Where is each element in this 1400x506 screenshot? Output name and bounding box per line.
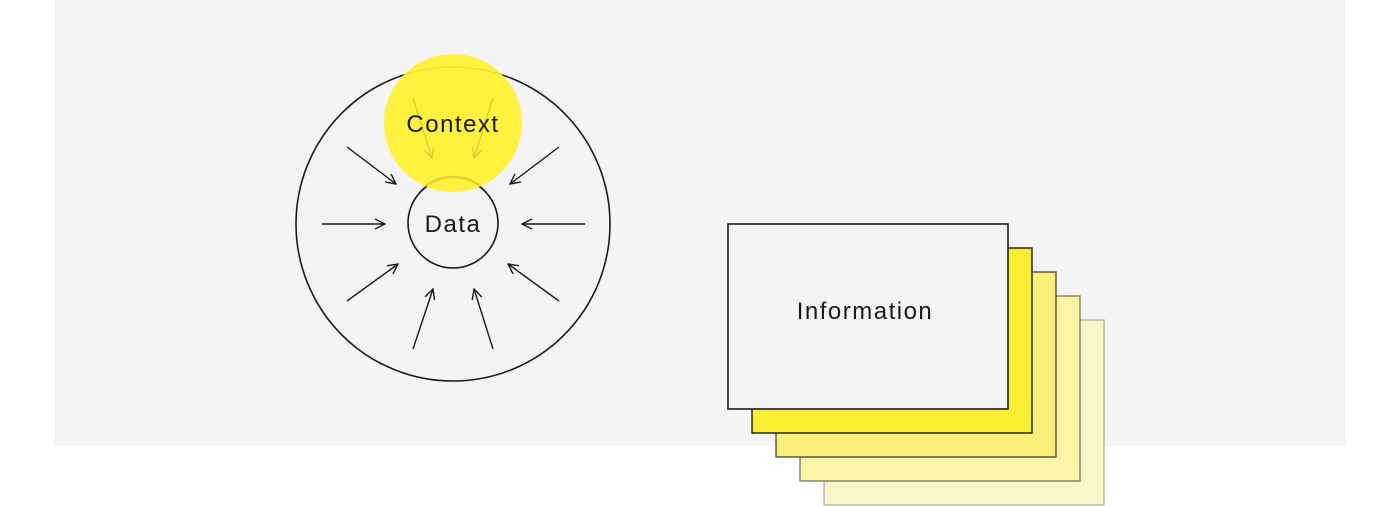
context-label: Context: [406, 111, 499, 138]
faint-arrow-right: [474, 97, 494, 158]
faint-arrow-left: [412, 97, 432, 158]
inward-arrows: [322, 146, 585, 350]
arrow-bottom-left: [346, 264, 398, 302]
information-card-front: [727, 223, 1009, 410]
arrow-bottom-inner-left: [412, 289, 433, 350]
information-label: Information: [797, 298, 934, 325]
data-label: Data: [425, 211, 482, 238]
arrow-top-left: [346, 146, 396, 184]
arrow-bottom-inner-right: [474, 289, 494, 350]
background-panel: [54, 0, 1346, 446]
arrow-bottom-right: [508, 264, 560, 302]
faint-data-arc: [418, 175, 488, 193]
information-stack: Information: [727, 223, 1105, 506]
context-highlight-circle: [384, 54, 522, 192]
arrow-top-right: [510, 146, 560, 184]
context-data-group: Context Data: [295, 54, 611, 382]
faint-arrows-under-highlight: [412, 97, 494, 193]
